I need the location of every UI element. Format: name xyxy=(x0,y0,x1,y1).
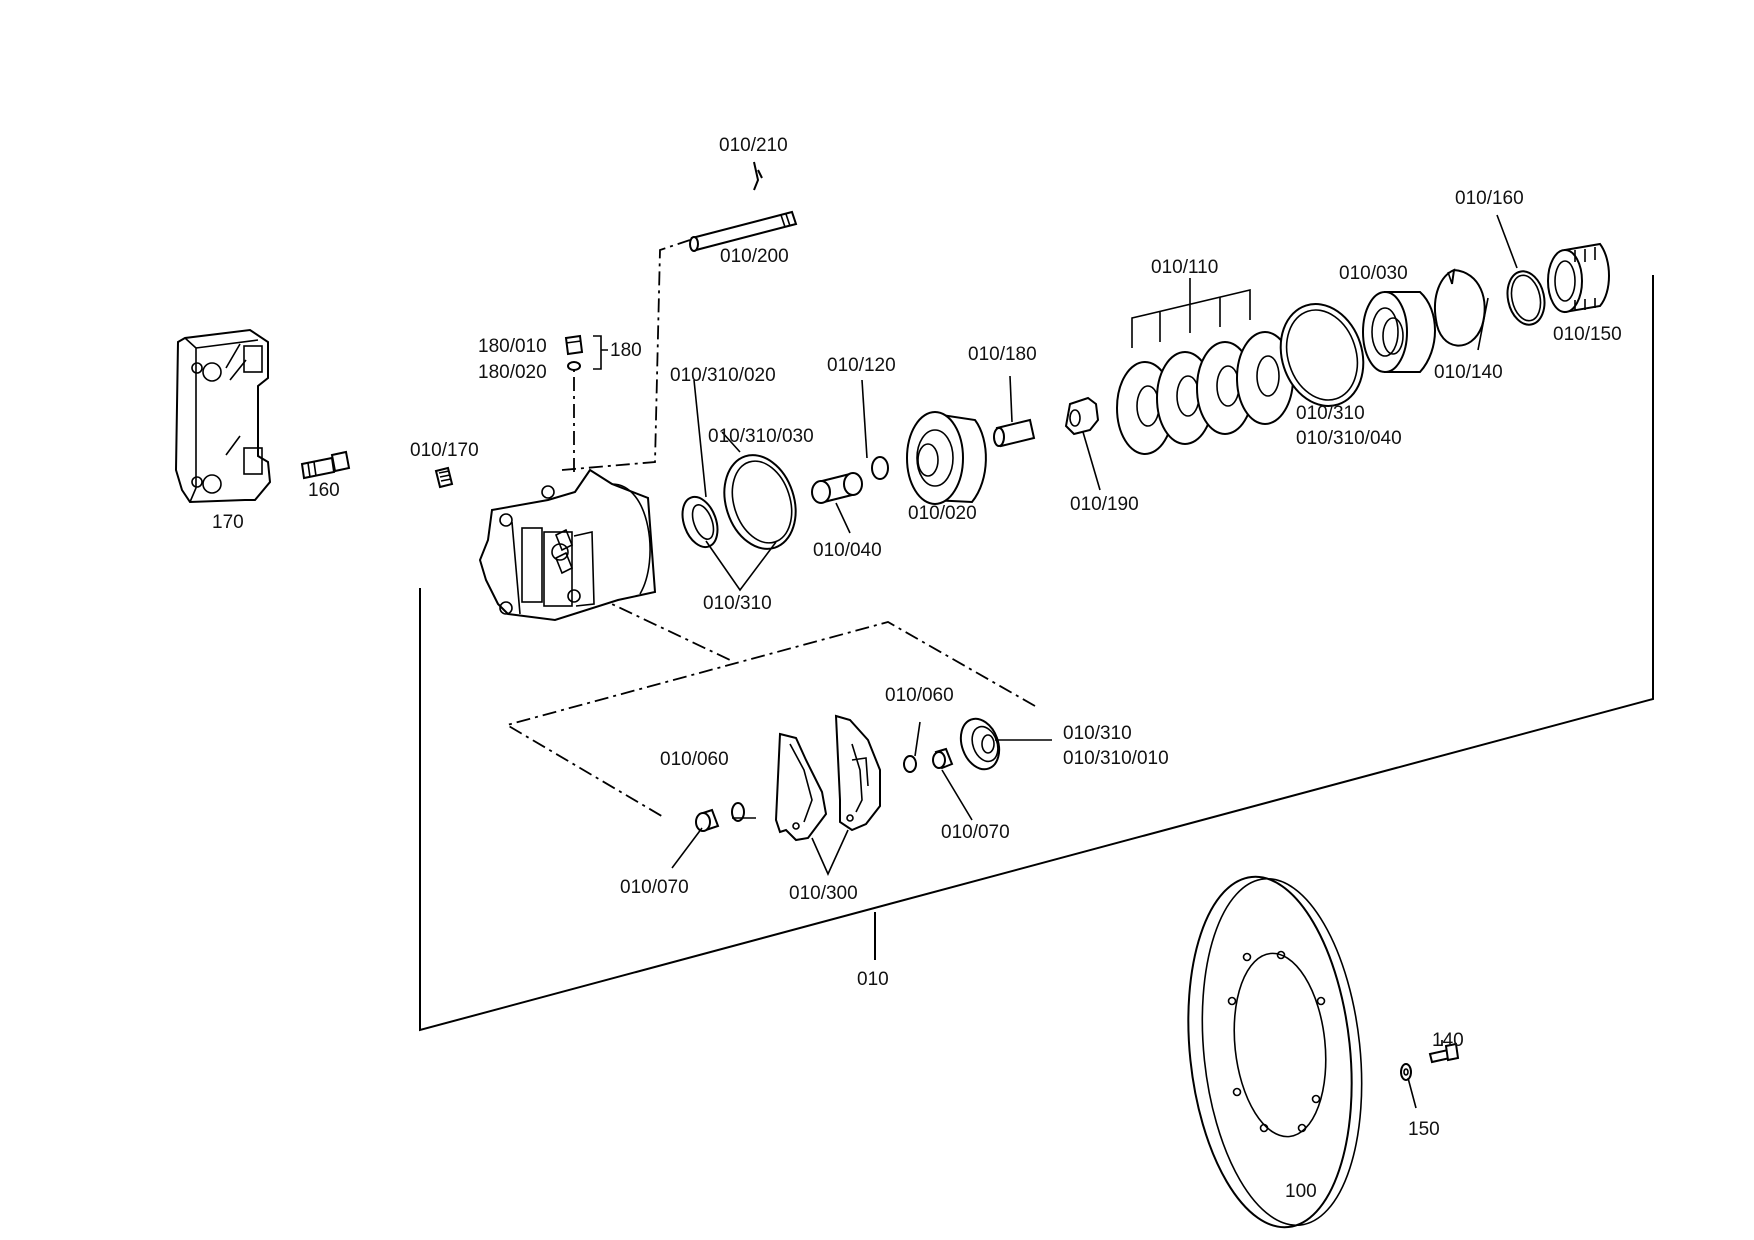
bushing-part-010-040 xyxy=(811,472,863,504)
label-010-210: 010/210 xyxy=(719,135,788,156)
label-010-160: 010/160 xyxy=(1455,188,1524,209)
label-160: 160 xyxy=(308,480,340,501)
label-100: 100 xyxy=(1285,1181,1317,1202)
ring-part-010-060-right xyxy=(903,755,917,773)
washer-part-150 xyxy=(1400,1063,1412,1081)
ring-part-010-060-left xyxy=(731,802,745,822)
label-180: 180 xyxy=(610,340,642,361)
plug-part-180 xyxy=(564,334,584,371)
projection-line-pin xyxy=(561,239,691,471)
clip-part-010-210 xyxy=(753,161,763,191)
bracket-180 xyxy=(593,335,608,370)
label-170: 170 xyxy=(212,512,244,533)
label-010-310-040: 010/310/040 xyxy=(1296,428,1402,449)
leader-010-110 xyxy=(1131,278,1251,348)
circlip-part-010-140 xyxy=(1434,268,1486,347)
spacer-part-010-070-left xyxy=(695,808,720,832)
leader-lines xyxy=(671,214,1518,1109)
label-010-060-a: 010/060 xyxy=(660,749,729,770)
label-010-070-b: 010/070 xyxy=(941,822,1010,843)
adjuster-part-010-030 xyxy=(1362,291,1436,373)
label-180-020: 180/020 xyxy=(478,362,547,383)
label-010-110: 010/110 xyxy=(1151,257,1218,278)
piston-part-010-020 xyxy=(906,411,987,505)
bearing-part-010-310-010 xyxy=(959,717,1001,771)
ring-part-010-160-inner xyxy=(1510,274,1542,322)
label-180-010: 180/010 xyxy=(478,336,547,357)
label-010-060-b: 010/060 xyxy=(885,685,954,706)
bolt-part-140 xyxy=(1428,1042,1460,1064)
assembly-010-boundary xyxy=(419,275,1654,1032)
label-010-190: 010/190 xyxy=(1070,494,1139,515)
label-010-310-a: 010/310 xyxy=(703,593,772,614)
set-screw-part-010-170 xyxy=(434,466,454,489)
label-010-300: 010/300 xyxy=(789,883,858,904)
label-010-310-b: 010/310 xyxy=(1296,403,1365,424)
label-010-020: 010/020 xyxy=(908,503,977,524)
label-010-070-a: 010/070 xyxy=(620,877,689,898)
label-010-120: 010/120 xyxy=(827,355,896,376)
label-010-150: 010/150 xyxy=(1553,324,1622,345)
bolt-part-160 xyxy=(300,450,351,480)
oring-part-010-120 xyxy=(871,456,889,480)
pin-part-010-180 xyxy=(993,418,1036,448)
label-010: 010 xyxy=(857,969,889,990)
seal-part-010-310-020 xyxy=(681,495,719,549)
caliper-housing xyxy=(478,468,657,622)
circlip-part-010-140-lug xyxy=(1447,271,1453,285)
label-010-200: 010/200 xyxy=(720,246,789,267)
label-010-310-030: 010/310/030 xyxy=(708,426,814,447)
nut-part-010-190 xyxy=(1064,396,1100,436)
label-010-170: 010/170 xyxy=(410,440,479,461)
brake-disc-part-100 xyxy=(1187,875,1363,1229)
label-010-180: 010/180 xyxy=(968,344,1037,365)
label-140: 140 xyxy=(1432,1030,1464,1051)
label-150: 150 xyxy=(1408,1119,1440,1140)
pad-part-010-300-left xyxy=(774,732,828,842)
label-010-040: 010/040 xyxy=(813,540,882,561)
projection-line-housing xyxy=(594,595,731,661)
label-010-030: 010/030 xyxy=(1339,263,1408,284)
oring-part-010-310-040 xyxy=(1279,303,1365,407)
bracket-part-170 xyxy=(174,328,272,504)
spacer-part-010-070-right xyxy=(932,747,954,770)
label-010-310-c: 010/310 xyxy=(1063,723,1132,744)
label-010-140: 010/140 xyxy=(1434,362,1503,383)
ring-part-010-160 xyxy=(1506,270,1546,326)
projection-line-pad-group xyxy=(504,621,1036,819)
label-010-310-020: 010/310/020 xyxy=(670,365,776,386)
pad-part-010-300-right xyxy=(834,714,881,832)
disc-springs-part-010-110 xyxy=(1116,331,1294,455)
sleeve-part-010-150 xyxy=(1547,242,1610,314)
label-010-310-010: 010/310/010 xyxy=(1063,748,1169,769)
seal-part-010-310-030 xyxy=(723,454,797,550)
oring-part-010-310-040-inner xyxy=(1285,309,1359,401)
pin-part-010-200 xyxy=(689,210,798,252)
